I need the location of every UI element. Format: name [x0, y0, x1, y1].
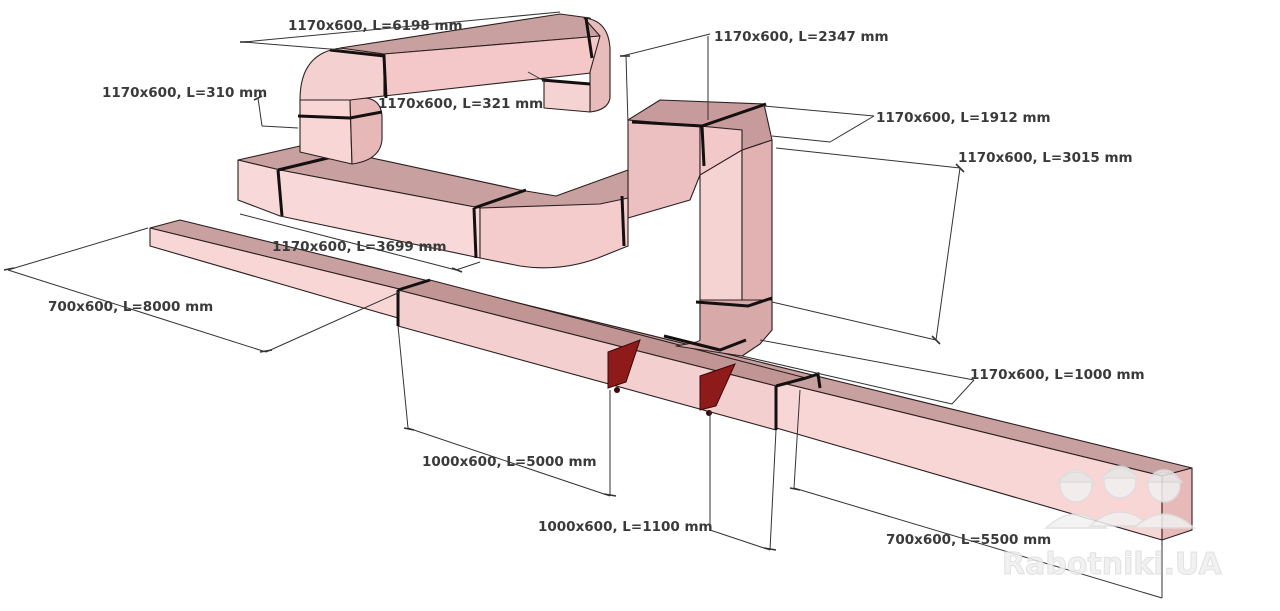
label-310: 1170x600, L=310 mm: [102, 85, 267, 101]
riser-bottom-elbow: [675, 299, 773, 357]
dim-1912-ext-2: [771, 135, 831, 143]
dim-8000-line: [7, 269, 267, 353]
dim-8000-tick-1: [3, 267, 15, 271]
dim-1100-ext-right: [769, 429, 777, 551]
flange-1: [396, 278, 431, 326]
dim-5000-line: [407, 427, 611, 497]
dim-8000-ext-left: [7, 227, 149, 271]
damper-2: [699, 363, 736, 411]
middle-duct: [237, 145, 629, 269]
dim-2347-line: [621, 33, 711, 57]
dim-5000-tick-1: [403, 427, 415, 431]
flange-3: [805, 372, 822, 389]
dim-5500-line: [793, 487, 1163, 599]
dim-5000-ext-left: [397, 325, 409, 429]
dimension-labels: 1170x600, L=6198 mm 1170x600, L=310 mm 1…: [48, 18, 1145, 548]
watermark: Rabotniki.UA: [1002, 465, 1223, 583]
upper-loop-flange-3: [584, 17, 594, 59]
upper-loop-flange-1: [297, 110, 383, 120]
middle-flange-3: [620, 195, 626, 247]
dim-1000-ext-bot: [741, 355, 953, 405]
dim-1912-line: [829, 115, 875, 143]
upper-right-flange-2: [700, 125, 706, 167]
dim-1100-tick: [763, 547, 777, 551]
damper-1-handle: [614, 387, 620, 393]
damper-2-handle: [706, 410, 712, 416]
dim-1100-line: [709, 529, 771, 551]
dim-3015-tick-1: [955, 163, 965, 173]
dim-310-line: [257, 97, 263, 127]
dim-3699-line: [239, 213, 457, 271]
dim-6198-ext-left: [243, 41, 343, 51]
dim-1912-ext: [763, 105, 875, 117]
label-1000: 1170x600, L=1000 mm: [970, 367, 1145, 383]
label-3015: 1170x600, L=3015 mm: [958, 150, 1133, 166]
label-1100: 1000x600, L=1100 mm: [538, 519, 713, 535]
dim-8000-tick-2: [259, 349, 273, 353]
dim-1000-line: [951, 379, 975, 405]
middle-flange-2: [472, 188, 527, 259]
label-1912: 1170x600, L=1912 mm: [876, 110, 1051, 126]
label-8000: 700x600, L=8000 mm: [48, 299, 213, 315]
upper-loop-flange-2: [329, 48, 388, 99]
dim-6198-line: [243, 11, 561, 43]
upper-right-front: [699, 125, 743, 176]
middle-duct-elbow: [479, 197, 629, 269]
label-3699: 1170x600, L=3699 mm: [272, 239, 447, 255]
dim-310-ext: [261, 125, 299, 129]
riser-flange-bottom: [695, 296, 773, 308]
label-5500: 700x600, L=5500 mm: [886, 532, 1051, 548]
flange-2: [774, 376, 807, 430]
dim-3699-tick: [451, 267, 463, 273]
label-5000: 1000x600, L=5000 mm: [422, 454, 597, 470]
dim-310-tick: [253, 95, 263, 101]
dim-5000-tick-2: [603, 493, 617, 497]
dim-321-line: [527, 71, 547, 83]
upper-right-duct: [627, 99, 773, 219]
dim-3015-line: [935, 167, 961, 341]
label-2347: 1170x600, L=2347 mm: [714, 29, 889, 45]
dim-5500-tick: [789, 487, 801, 491]
dim-3015-ext-bot: [771, 301, 937, 341]
watermark-text: Rabotniki.UA: [1002, 547, 1222, 582]
upper-loop-flange-4: [541, 78, 591, 86]
label-6198: 1170x600, L=6198 mm: [288, 18, 463, 34]
label-321: 1170x600, L=321 mm: [378, 96, 543, 112]
dim-1000-ext-top: [759, 339, 975, 381]
damper-1: [607, 339, 641, 389]
dim-2347-ext-1: [625, 55, 629, 125]
dim-3699-ext: [455, 261, 481, 271]
three-workers-helmet-icon: [1044, 465, 1196, 529]
upper-loop-duct: [297, 13, 611, 165]
dim-8000-ext-right: [265, 291, 401, 353]
upper-right-slope: [627, 119, 701, 219]
riser-duct: [663, 139, 773, 357]
dim-3015-tick-2: [931, 335, 941, 345]
dimension-lines: [3, 11, 1163, 599]
dim-5500-ext-left: [793, 389, 801, 489]
riser-flange-low: [663, 334, 747, 352]
dim-3015-ext-top: [775, 147, 961, 169]
